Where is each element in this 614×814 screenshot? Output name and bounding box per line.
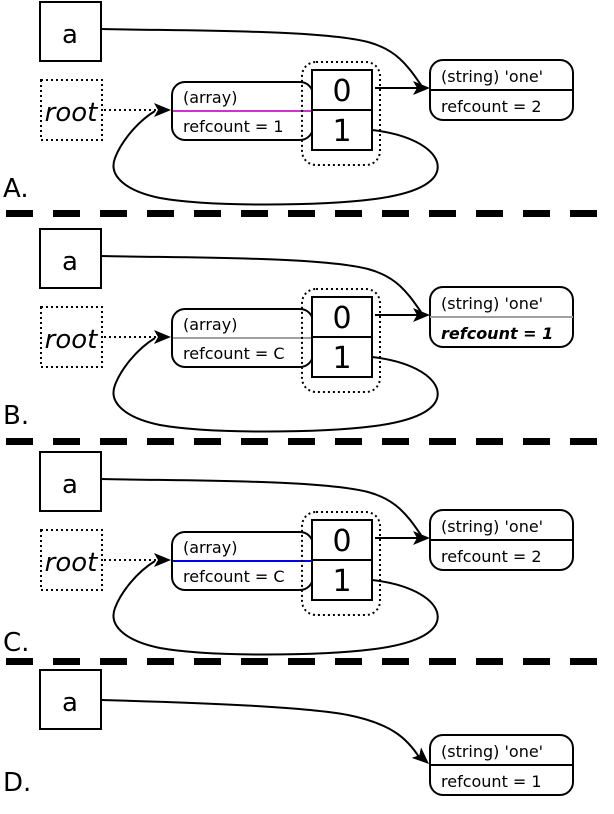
variable-label: a (62, 688, 78, 718)
array-zval-box: (array) refcount = C (171, 308, 314, 368)
array-type-label: (array) (183, 538, 237, 557)
string-zval-box: (string) 'one' refcount = 2 (429, 59, 574, 121)
section-d: a (string) 'one' refcount = 1 D. (3, 669, 574, 798)
a-to-string-arrow (100, 255, 422, 313)
section-label: C. (3, 628, 29, 658)
section-b: a root (array) refcount = C 0 1 (string)… (3, 228, 574, 433)
array-arrowhead-icon (154, 103, 171, 117)
variable-box (39, 228, 102, 289)
cell-1-label: 1 (332, 341, 351, 376)
string-arrowhead-icon (413, 531, 430, 545)
cell-1-label: 1 (332, 114, 351, 149)
array-cells-box: 0 1 (301, 511, 381, 616)
array-self-loop-arrow (112, 560, 439, 656)
array-type-label: (array) (183, 88, 237, 107)
array-self-loop-arrow (112, 110, 439, 206)
section-a: a root (array) refcount = 1 0 1 (string)… (3, 1, 574, 206)
section-label: B. (3, 401, 29, 431)
string-type-label: (string) 'one' (441, 67, 543, 86)
array-arrowhead-icon (154, 330, 171, 344)
string-zval-box: (string) 'one' refcount = 2 (429, 509, 574, 571)
cell-1-label: 1 (332, 564, 351, 599)
string-zval-box: (string) 'one' refcount = 1 (429, 734, 574, 796)
string-refcount-label: refcount = 1 (441, 324, 553, 343)
cell-0-label: 0 (332, 74, 351, 109)
string-arrowhead-icon (413, 81, 430, 95)
array-zval-box: (array) refcount = 1 (171, 81, 314, 141)
section-label: D. (3, 768, 31, 798)
array-arrowhead-icon (154, 553, 171, 567)
variable-box (39, 451, 102, 512)
array-refcount-label: refcount = C (183, 567, 285, 586)
variable-label: a (62, 247, 78, 277)
string-refcount-label: refcount = 2 (441, 547, 542, 566)
root-label: root (45, 325, 99, 355)
array-type-label: (array) (183, 315, 237, 334)
variable-label: a (62, 20, 78, 50)
cell-0-label: 0 (332, 301, 351, 336)
root-box (40, 79, 103, 141)
root-box (40, 529, 103, 591)
a-to-string-arrow (100, 699, 420, 758)
string-type-label: (string) 'one' (441, 294, 543, 313)
array-refcount-label: refcount = 1 (183, 117, 284, 136)
array-cells-box: 0 1 (301, 288, 381, 393)
section-c: a root (array) refcount = C 0 1 (string)… (3, 451, 574, 658)
section-label: A. (3, 174, 29, 204)
string-zval-box: (string) 'one' refcount = 1 (429, 286, 574, 348)
variable-box (39, 1, 102, 62)
array-zval-box: (array) refcount = C (171, 531, 314, 591)
array-refcount-label: refcount = C (183, 344, 285, 363)
array-self-loop-arrow (112, 337, 439, 433)
string-arrowhead-icon (413, 308, 430, 322)
string-arrowhead-icon (411, 747, 429, 764)
array-cells-box: 0 1 (301, 61, 381, 166)
a-to-string-arrow (100, 28, 422, 86)
cell-0-label: 0 (332, 524, 351, 559)
variable-box (39, 669, 102, 730)
variable-label: a (62, 470, 78, 500)
root-box (40, 306, 103, 368)
root-label: root (45, 548, 99, 578)
string-type-label: (string) 'one' (441, 517, 543, 536)
root-label: root (45, 98, 99, 128)
string-refcount-label: refcount = 2 (441, 97, 542, 116)
string-type-label: (string) 'one' (441, 742, 543, 761)
a-to-string-arrow (100, 478, 422, 536)
string-refcount-label: refcount = 1 (441, 772, 542, 791)
